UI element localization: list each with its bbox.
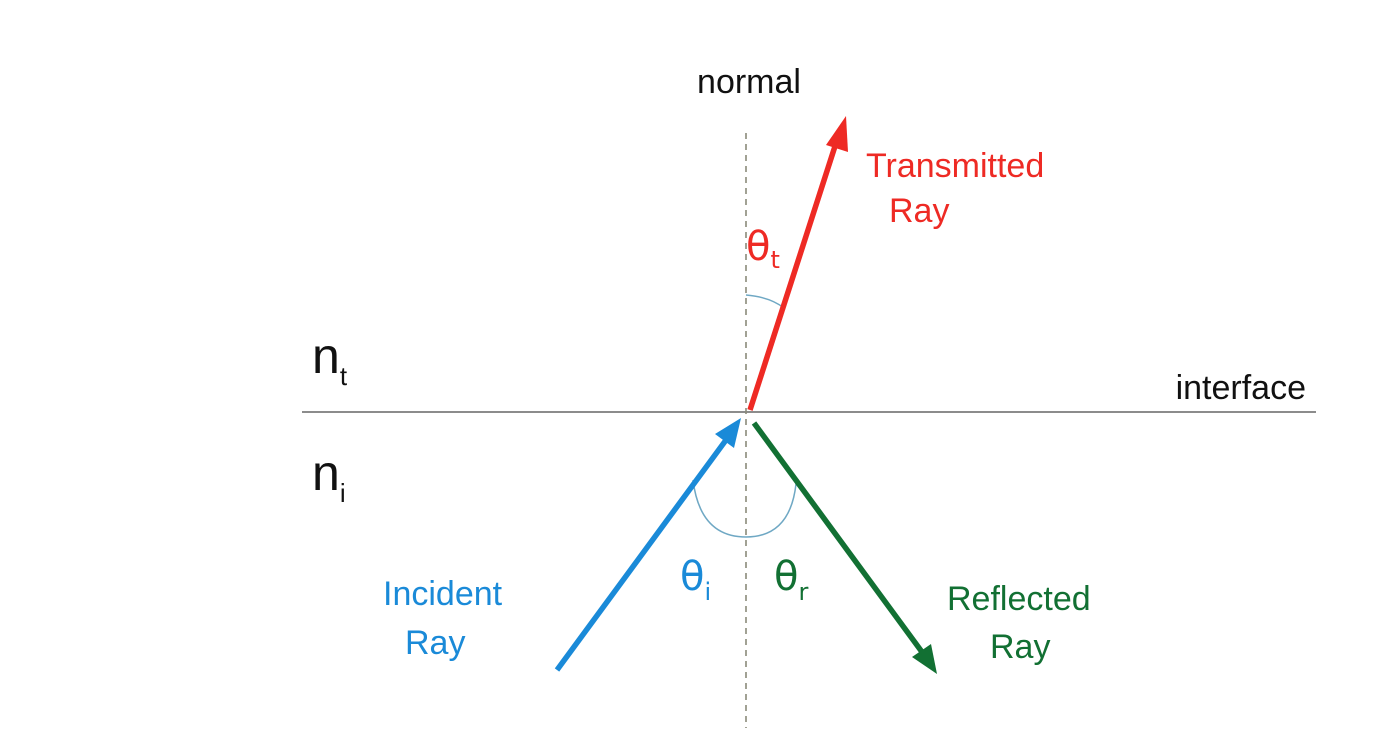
- medium-bottom-base: n: [312, 445, 340, 501]
- medium-top-base: n: [312, 328, 340, 384]
- medium-top-sub: t: [340, 361, 348, 391]
- interface-label: interface: [1176, 369, 1306, 407]
- theta-r-sub: r: [798, 578, 808, 606]
- reflected-label-line2: Ray: [990, 628, 1050, 666]
- reflected-arrowhead: [912, 644, 937, 674]
- incident-arrowhead: [715, 418, 741, 448]
- reflected-label-line1: Reflected: [947, 580, 1091, 618]
- theta-i-arc: [692, 479, 747, 538]
- transmitted-ray-label: Transmitted Ray: [866, 147, 1054, 230]
- theta-r-label: θr: [774, 554, 808, 606]
- theta-i-sub: i: [704, 578, 711, 606]
- transmitted-label-line1: Transmitted: [866, 147, 1044, 185]
- theta-i-base: θ: [680, 554, 704, 600]
- transmitted-ray: [747, 116, 848, 411]
- theta-t-arc: [745, 294, 785, 309]
- incident-ray-label: Incident Ray: [383, 575, 512, 662]
- theta-t-base: θ: [746, 224, 770, 270]
- incident-ray: [554, 418, 741, 672]
- theta-t-label: θt: [746, 224, 780, 274]
- reflected-ray: [751, 421, 937, 674]
- incident-label-line1: Incident: [383, 575, 503, 613]
- theta-r-base: θ: [774, 554, 798, 600]
- transmitted-arrowhead: [826, 116, 848, 152]
- incident-label-line2: Ray: [405, 624, 465, 662]
- theta-t-sub: t: [770, 246, 779, 274]
- medium-top-label: nt: [312, 328, 348, 391]
- medium-bottom-label: ni: [312, 445, 346, 508]
- theta-i-label: θi: [680, 554, 711, 606]
- transmitted-label-line2: Ray: [889, 192, 949, 230]
- reflected-ray-label: Reflected Ray: [947, 580, 1100, 666]
- normal-label: normal: [697, 63, 801, 101]
- medium-bottom-sub: i: [340, 478, 346, 508]
- theta-r-arc: [745, 483, 797, 538]
